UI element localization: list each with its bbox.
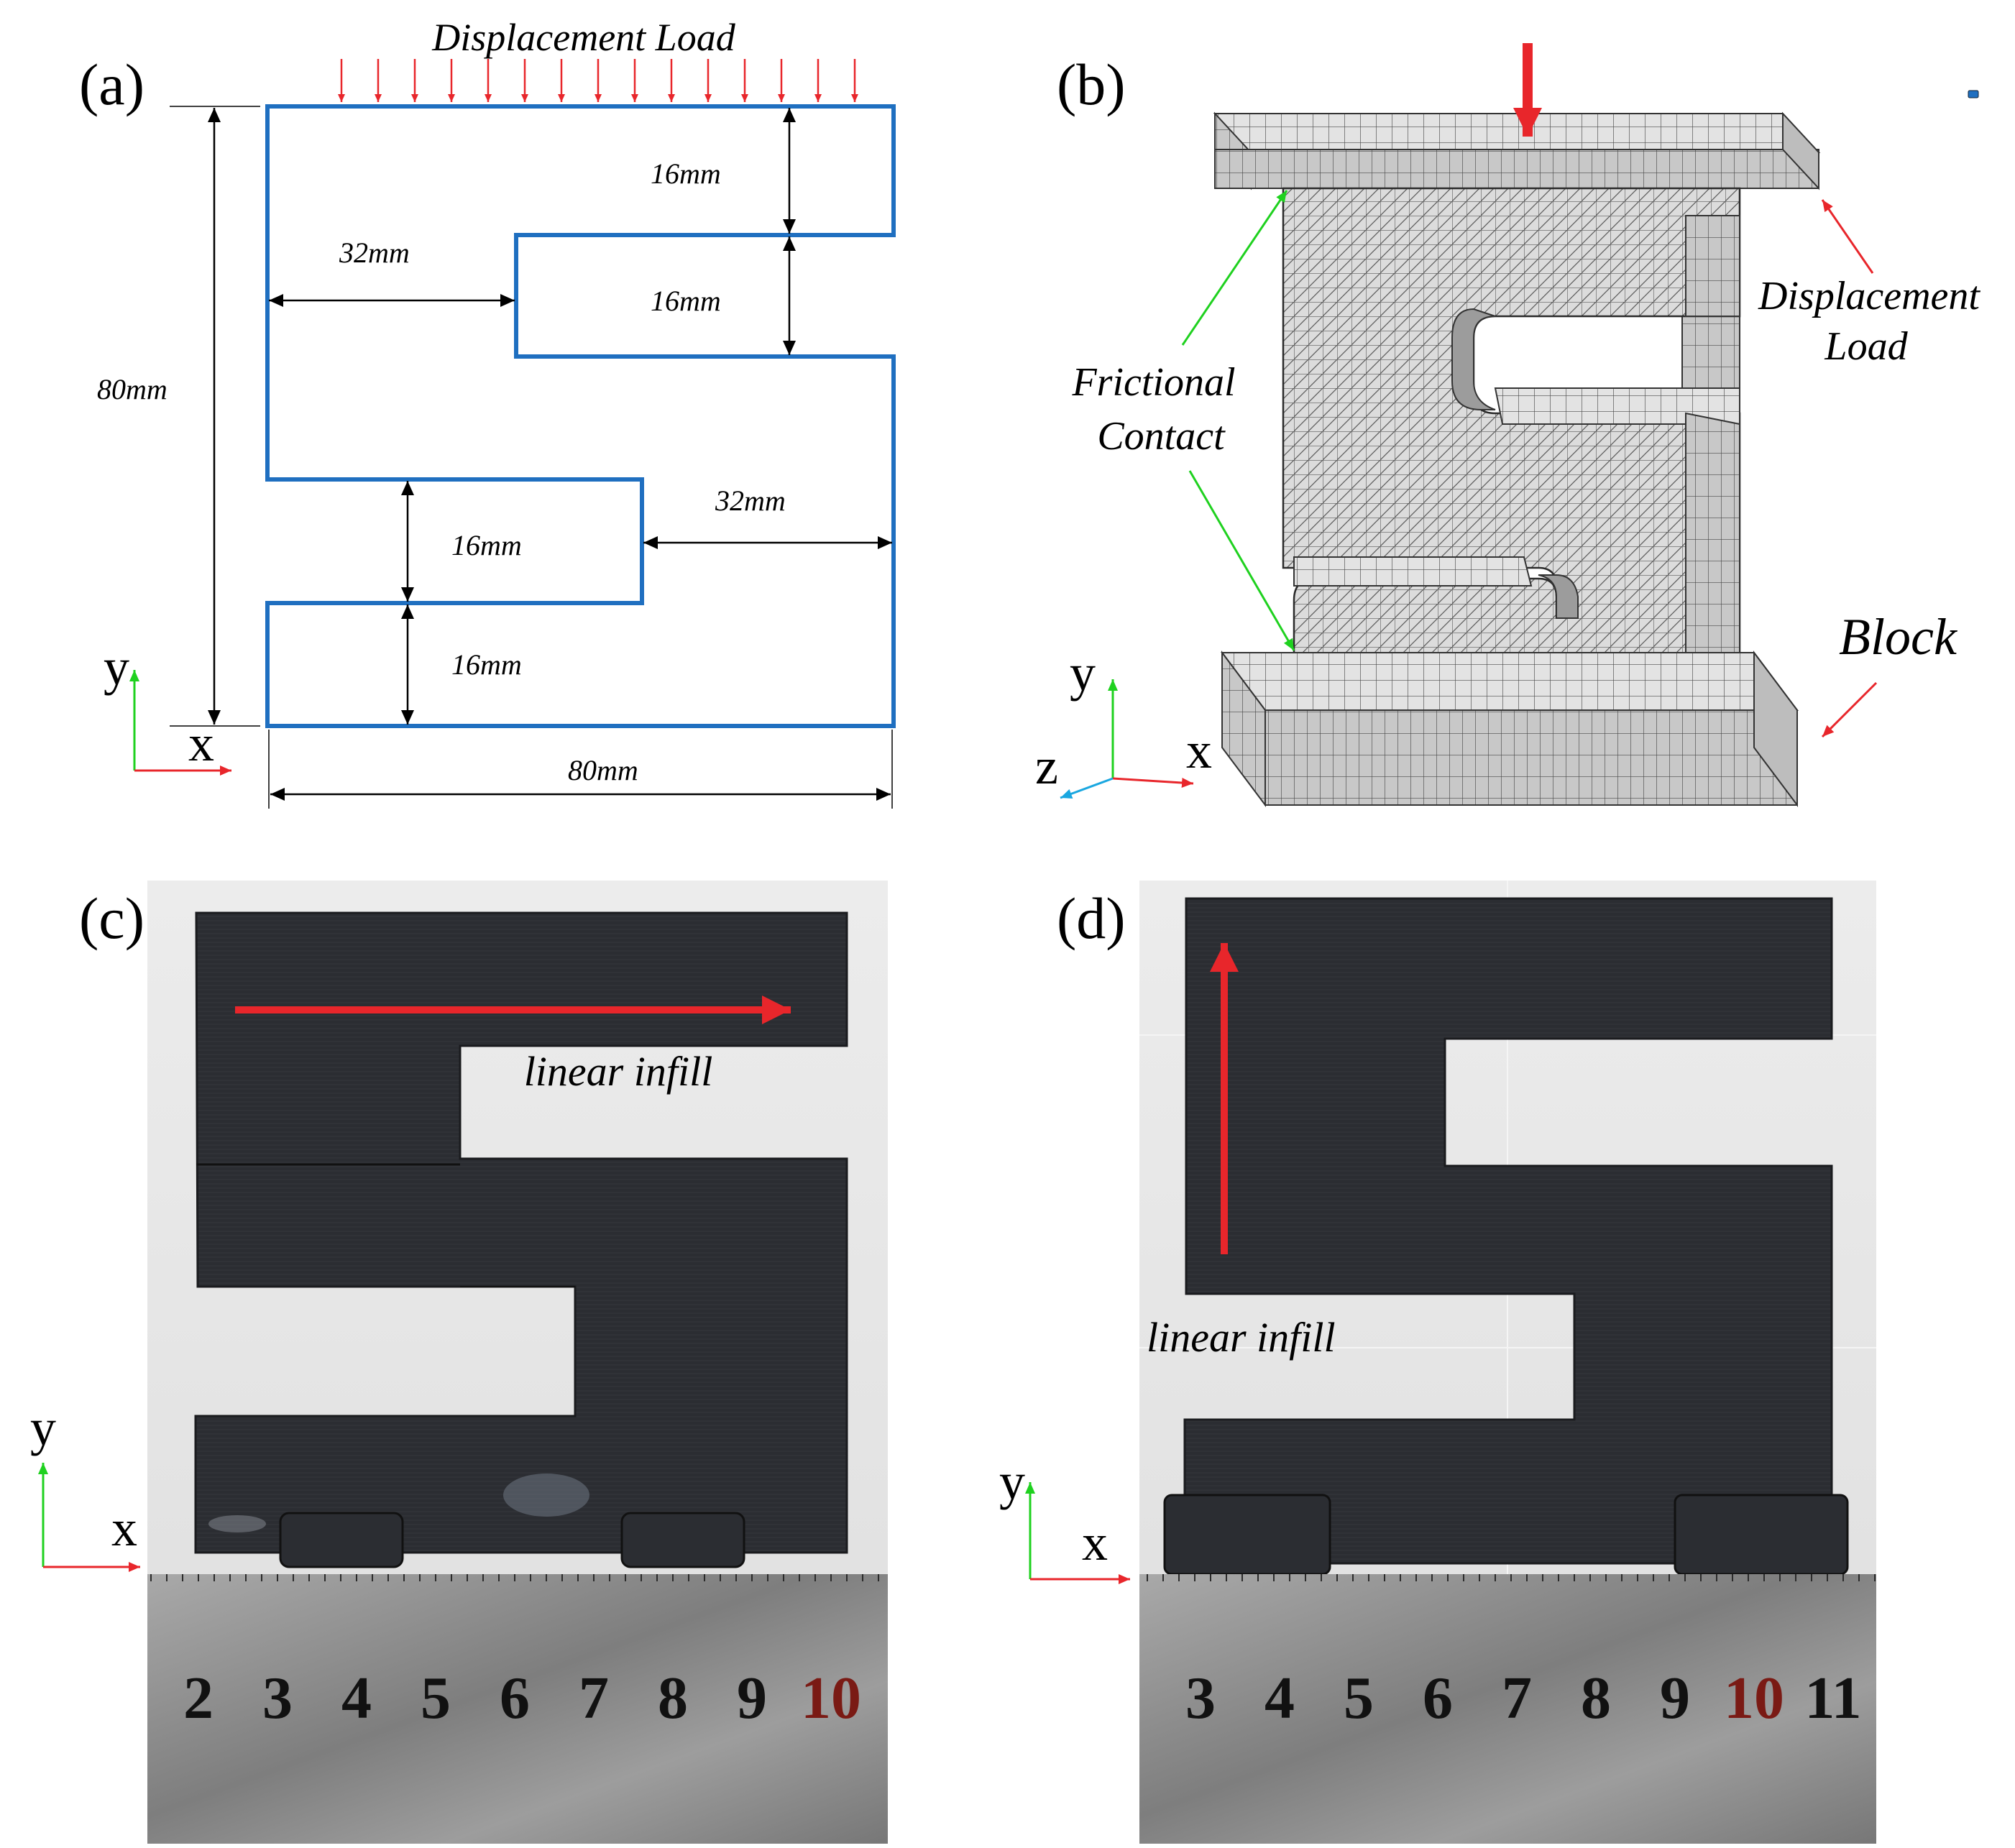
worn-spot (503, 1474, 589, 1517)
support-block-right (620, 1512, 745, 1568)
ruler-number: 11 (1804, 1665, 1861, 1732)
friction-label-line1: Frictional (1071, 360, 1235, 405)
panel-d: linear infill 3 4 5 6 7 8 9 10 11 (d) y … (999, 881, 1876, 1844)
worn-spot (208, 1515, 266, 1532)
dim-bottom-16mm: 16mm (451, 648, 522, 681)
y-axis-label: y (999, 1453, 1025, 1510)
ruler-number: 6 (1423, 1665, 1453, 1732)
ruler-d-numbers: 3 4 5 6 7 8 9 10 11 (1185, 1665, 1862, 1732)
panel-b: (b) (1035, 43, 1980, 807)
ruler-c (147, 1574, 888, 1844)
panel-a: (a) Displacement Load (79, 16, 896, 809)
ruler-number: 3 (1185, 1665, 1216, 1732)
support-block-right (1674, 1494, 1849, 1576)
ruler-number: 2 (183, 1665, 214, 1732)
displacement-label-line2: Load (1824, 324, 1908, 369)
ruler-number: 8 (658, 1665, 688, 1732)
support-block-left (1163, 1494, 1331, 1576)
panel-c-label: (c) (79, 886, 144, 951)
ruler-number: 5 (1344, 1665, 1374, 1732)
bottom-block (1221, 651, 1799, 807)
ruler-number: 10 (801, 1665, 861, 1732)
y-axis-label: y (104, 638, 129, 696)
axes-triad-d: y x (999, 1453, 1130, 1584)
dim-width-80mm: 80mm (568, 754, 638, 786)
axes-triad-c: y x (30, 1399, 140, 1572)
panel-a-label: (a) (79, 52, 144, 117)
ruler-number: 4 (1264, 1665, 1295, 1732)
block-pointer (1821, 681, 1878, 738)
dimension-lines (170, 106, 893, 809)
x-axis-label: x (188, 714, 214, 772)
ruler-number: 6 (500, 1665, 530, 1732)
panel-d-label: (d) (1057, 886, 1126, 951)
support-block-left (279, 1512, 404, 1568)
panel-b-label: (b) (1057, 52, 1126, 117)
dim-right-32mm: 32mm (715, 484, 786, 517)
small-marker-icon (1968, 90, 1979, 98)
printed-specimen-d (1183, 897, 1833, 1565)
x-axis-label: x (111, 1499, 137, 1557)
friction-pointer-bottom (1188, 470, 1295, 651)
y-axis-label: y (1070, 644, 1096, 702)
ruler-number: 4 (341, 1665, 372, 1732)
ruler-number: 3 (262, 1665, 293, 1732)
displacement-pointer (1821, 199, 1874, 274)
ruler-d (1139, 1574, 1876, 1844)
x-axis-label: x (1082, 1514, 1108, 1571)
load-arrows (338, 59, 858, 102)
ruler-number: 9 (737, 1665, 767, 1732)
axes-triad-a: y x (104, 638, 231, 776)
ruler-number: 5 (421, 1665, 451, 1732)
displacement-label-line1: Displacement (1758, 274, 1980, 318)
ruler-number: 7 (579, 1665, 609, 1732)
specimen-outline (265, 104, 896, 728)
displacement-load-label: Displacement Load (431, 16, 735, 59)
dim-height-80mm: 80mm (97, 373, 167, 405)
ruler-number: 10 (1724, 1665, 1784, 1732)
block-label: Block (1839, 608, 1958, 666)
top-block (1213, 111, 1821, 190)
dim-low-16mm: 16mm (451, 529, 522, 561)
friction-label-line2: Contact (1097, 414, 1226, 459)
friction-pointer-top (1181, 190, 1288, 346)
dim-top-16mm: 16mm (651, 157, 721, 190)
ruler-d-ticks (1139, 1574, 1876, 1606)
ruler-c-numbers: 2 3 4 5 6 7 8 9 10 (183, 1665, 861, 1732)
ruler-number: 9 (1660, 1665, 1690, 1732)
ruler-c-ticks (147, 1574, 888, 1606)
dim-left-32mm: 32mm (339, 236, 410, 269)
y-axis-label: y (30, 1399, 56, 1456)
axes-triad-b: y x z (1035, 644, 1212, 799)
infill-label: linear infill (1147, 1314, 1336, 1361)
panel-c: linear infill 2 3 4 5 6 7 8 9 10 (c) y x (30, 881, 888, 1844)
dim-mid-16mm: 16mm (651, 285, 721, 317)
ruler-number: 7 (1502, 1665, 1532, 1732)
ruler-number: 8 (1581, 1665, 1611, 1732)
infill-label: linear infill (524, 1048, 713, 1095)
z-axis-label: z (1035, 737, 1058, 795)
x-axis-label: x (1186, 722, 1212, 779)
